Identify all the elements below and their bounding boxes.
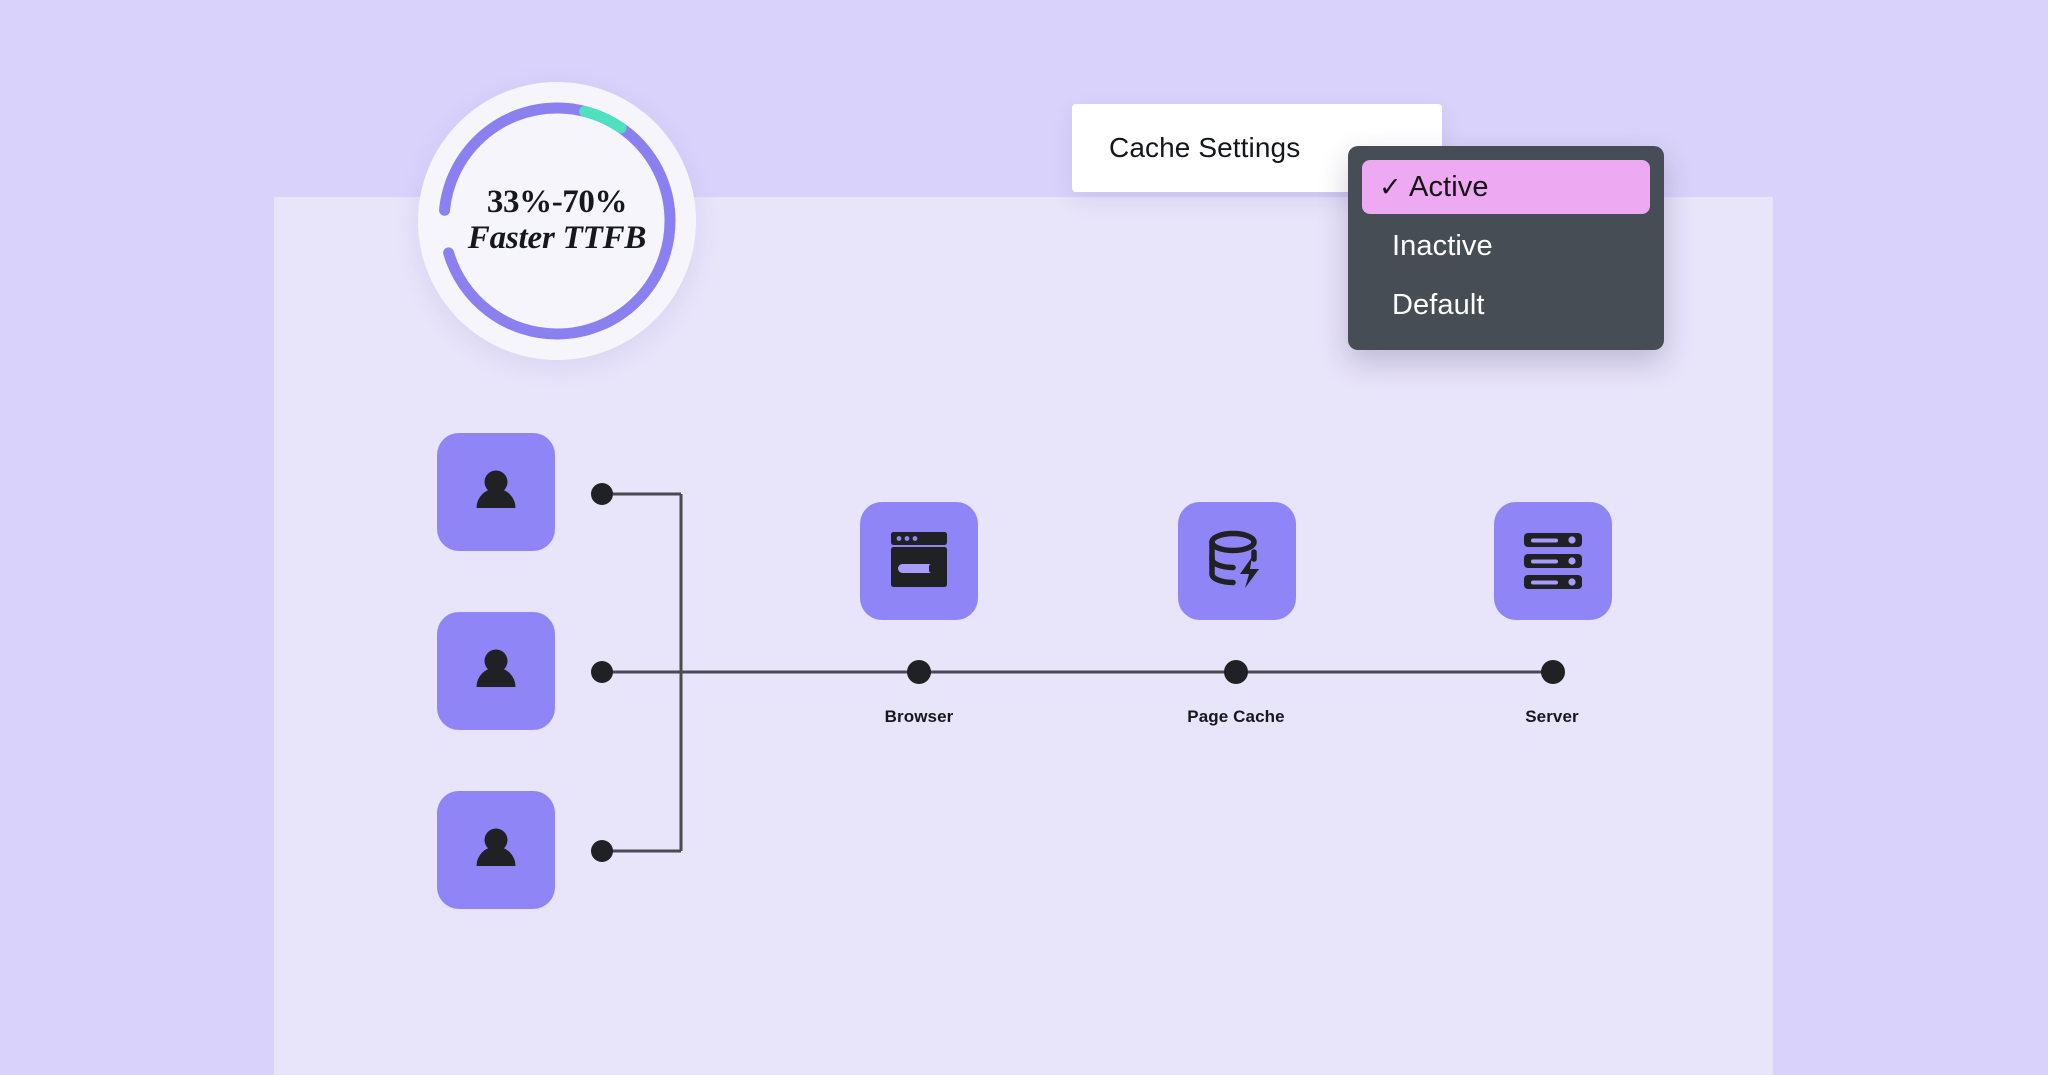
server-node-tile[interactable] xyxy=(1494,502,1612,620)
badge-caption: Faster TTFB xyxy=(467,220,647,256)
database-bolt-icon xyxy=(1204,528,1270,594)
browser-node-tile[interactable] xyxy=(860,502,978,620)
node-label-browser: Browser xyxy=(884,707,954,726)
dropdown-option-active[interactable]: ✓ Active xyxy=(1362,160,1650,214)
user-icon xyxy=(466,641,526,701)
node-label-server: Server xyxy=(1525,707,1579,726)
node-label-page-cache: Page Cache xyxy=(1187,707,1285,726)
cache-settings-title: Cache Settings xyxy=(1109,132,1301,163)
user-tile[interactable] xyxy=(437,791,555,909)
page-cache-node-tile[interactable] xyxy=(1178,502,1296,620)
donut-ring xyxy=(438,102,676,340)
dropdown-option-inactive[interactable]: Inactive xyxy=(1362,219,1650,273)
browser-icon xyxy=(887,530,951,592)
server-rack-icon xyxy=(1522,531,1584,591)
user-icon xyxy=(466,820,526,880)
dropdown-option-label: Default xyxy=(1392,288,1485,321)
user-icon xyxy=(466,462,526,522)
user-tile[interactable] xyxy=(437,612,555,730)
dropdown-option-label: Inactive xyxy=(1392,229,1493,262)
user-tile[interactable] xyxy=(437,433,555,551)
dropdown-option-label: Active xyxy=(1409,170,1489,203)
check-icon: ✓ xyxy=(1379,171,1402,202)
cache-status-dropdown[interactable]: ✓ Active Inactive Default xyxy=(1348,146,1664,350)
ttfb-badge: 33%-70% Faster TTFB xyxy=(418,82,696,360)
badge-value: 33%-70% xyxy=(486,184,628,221)
dropdown-option-default[interactable]: Default xyxy=(1362,278,1650,332)
